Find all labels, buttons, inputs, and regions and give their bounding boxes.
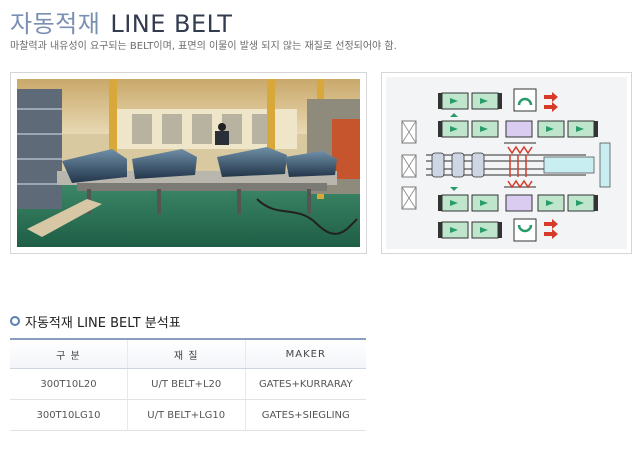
belt-layout-diagram-frame	[381, 72, 632, 254]
cell-material: U/T BELT+LG10	[126, 399, 245, 431]
table-row: 300T10L20 U/T BELT+L20 GATES+KURRARAY	[10, 368, 366, 400]
cell-material: U/T BELT+L20	[126, 368, 245, 400]
column-header-category: 구 분	[10, 338, 128, 369]
column-header-maker: MAKER	[244, 338, 366, 369]
section-title: 자동적재 LINE BELT 분석표	[10, 312, 181, 331]
factory-photo	[17, 79, 360, 247]
column-header-material: 재 질	[126, 338, 245, 369]
cell-category: 300T10L20	[10, 368, 128, 400]
page-title-latin: LINE BELT	[110, 10, 233, 38]
belt-layout-diagram	[386, 77, 627, 249]
section-title-text: 자동적재 LINE BELT 분석표	[25, 316, 181, 331]
cell-maker: GATES+SIEGLING	[244, 399, 366, 431]
table-row: 300T10LG10 U/T BELT+LG10 GATES+SIEGLING	[10, 399, 366, 431]
circle-bullet-icon	[10, 316, 20, 326]
page-title: 자동적재 LINE BELT	[10, 4, 232, 39]
page-subtitle: 마찰력과 내유성이 요구되는 BELT이며, 표면의 이물이 발생 되지 않는 …	[10, 41, 397, 52]
factory-photo-frame	[10, 72, 367, 254]
table-header-row: 구 분 재 질 MAKER	[10, 338, 366, 369]
cell-maker: GATES+KURRARAY	[244, 368, 366, 400]
page-title-korean: 자동적재	[10, 10, 101, 38]
belt-analysis-table: 구 분 재 질 MAKER 300T10L20 U/T BELT+L20 GAT…	[10, 338, 366, 431]
cell-category: 300T10LG10	[10, 399, 128, 431]
